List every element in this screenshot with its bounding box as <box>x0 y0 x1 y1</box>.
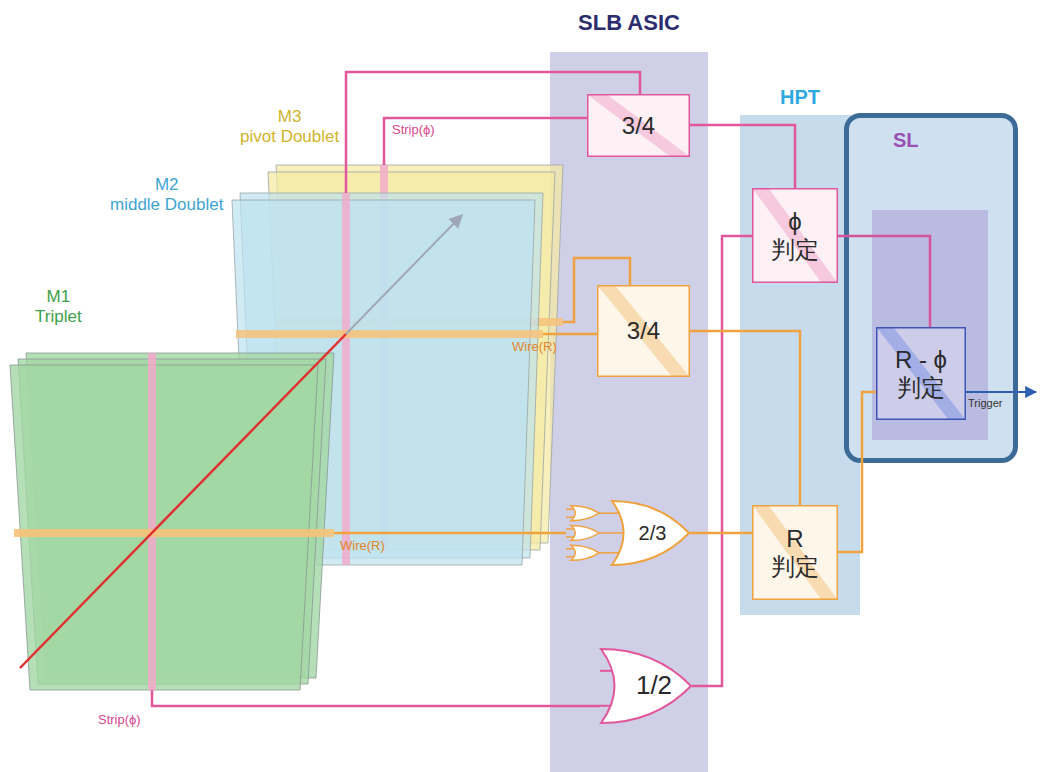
box-border <box>877 328 966 420</box>
trigger-arrow <box>966 391 1036 393</box>
signal-wire <box>334 532 566 535</box>
chamber-label: M1 <box>35 287 82 307</box>
label-holder: Strip(ϕ) <box>392 123 435 138</box>
band-title: SLB ASIC <box>550 10 708 35</box>
muon-track <box>20 334 346 668</box>
strip-band <box>148 353 156 690</box>
chamber-label: M2 <box>110 175 223 195</box>
gate-symbol <box>566 500 690 566</box>
label-holder: Wire(R) <box>512 340 557 355</box>
heading-group: M3pivot Doublet <box>240 107 339 146</box>
signal-label: Strip(ϕ) <box>392 123 435 138</box>
gate-wire <box>599 532 625 534</box>
signal-label: Strip(ϕ) <box>98 713 141 728</box>
signal-wire <box>384 118 587 165</box>
decision-box: R判定 <box>752 505 838 600</box>
box-stripe <box>753 506 837 599</box>
or-gate-outline <box>601 649 691 723</box>
panel-title: SL <box>893 129 919 152</box>
muon-track-extension <box>346 215 462 334</box>
box-label: 3/4 <box>627 317 660 345</box>
signal-wire <box>690 125 795 188</box>
box-fill <box>598 286 690 377</box>
signal-wire <box>690 532 752 535</box>
label-holder: Wire(R) <box>340 539 385 554</box>
band-title: HPT <box>740 86 860 109</box>
chamber-label: M3 <box>240 107 339 127</box>
box-label: 判定 <box>771 236 819 264</box>
sector-logic-panel: SL R - ϕ判定 <box>844 113 1018 463</box>
signal-wire <box>543 333 597 336</box>
signal-wire <box>152 690 600 706</box>
box-stripe <box>598 286 689 376</box>
chamber-doublet: M2middle Doublet <box>232 193 543 565</box>
strip-band <box>342 193 350 565</box>
decision-box: ϕ判定 <box>752 188 838 283</box>
heading-group: M1Triplet <box>35 287 82 326</box>
wire-band <box>14 529 334 537</box>
coincidence-box: 3/4 <box>587 94 690 157</box>
box-label: R - ϕ <box>895 346 947 374</box>
connectors <box>152 72 930 706</box>
hpt-band: HPTϕ判定R判定 <box>740 115 860 615</box>
gate-wire <box>599 512 620 514</box>
gate-wire <box>599 552 620 554</box>
chamber-layer <box>10 365 318 690</box>
or-gate: 1/2 <box>600 648 692 724</box>
small-or-gate <box>571 545 599 560</box>
box-label: 判定 <box>897 374 945 402</box>
or-gate-outline <box>612 501 689 565</box>
box-border <box>598 286 690 377</box>
chamber-label: Triplet <box>35 307 82 327</box>
output-label: Trigger <box>968 397 1002 410</box>
box-fill <box>753 189 838 283</box>
box-border <box>753 506 838 600</box>
box-label: ϕ <box>788 208 801 236</box>
box-border <box>588 95 690 157</box>
gate-label: 1/2 <box>636 671 672 701</box>
coincidence-box: 3/4 <box>597 285 690 377</box>
band-fills <box>550 52 1036 772</box>
asic-band: SLB ASIC3/43/42/31/2 <box>550 52 708 772</box>
box-stripe <box>588 95 689 156</box>
box-label: 判定 <box>771 553 819 581</box>
signal-wire <box>838 236 930 327</box>
chamber-doublet: M3pivot Doublet <box>268 165 563 550</box>
box-label: 3/4 <box>622 112 655 140</box>
gate-label: 2/3 <box>639 522 667 545</box>
or-gate-group: 2/3 <box>566 500 690 566</box>
box-stripe <box>753 189 837 282</box>
signal-wire <box>692 236 752 686</box>
band-ground <box>550 52 708 772</box>
chamber-triplet: M1Triplet <box>10 353 334 690</box>
chamber-label: pivot Doublet <box>240 127 339 147</box>
box-label: R <box>786 525 803 553</box>
box-stripe <box>877 328 965 419</box>
label-holder: Strip(ϕ) <box>98 713 141 728</box>
signal-wire <box>838 392 876 552</box>
m1-chamber <box>10 353 334 690</box>
signal-wire <box>690 331 800 505</box>
chamber-label: middle Doublet <box>110 195 223 215</box>
decision-box: R - ϕ判定 <box>876 327 966 420</box>
signal-label: Wire(R) <box>512 340 557 355</box>
box-fill <box>753 506 838 600</box>
box-fill <box>588 95 690 157</box>
small-or-gate <box>571 526 599 541</box>
wire-band <box>236 330 543 338</box>
label-holder: Trigger <box>968 397 1002 410</box>
box-fill <box>877 328 966 420</box>
signal-label: Wire(R) <box>340 539 385 554</box>
box-border <box>753 189 838 283</box>
heading-group: M2middle Doublet <box>110 175 223 214</box>
small-or-gate <box>571 506 599 521</box>
